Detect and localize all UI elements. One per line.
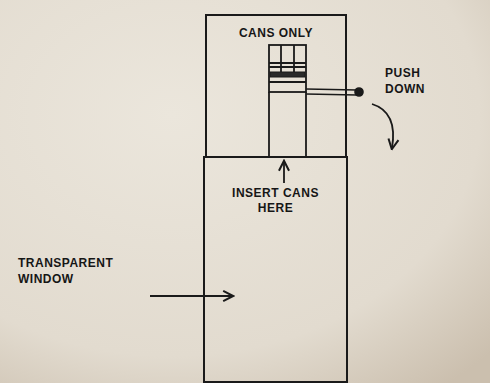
window-leader	[150, 295, 232, 297]
push-arrow	[372, 104, 393, 148]
box-text: CANS ONLY	[216, 26, 336, 41]
box-text: INSERT CANS HERE	[230, 186, 322, 216]
window-box: INSERT CANS HERE	[203, 156, 348, 383]
callout-label: TRANSPARENT WINDOW	[18, 256, 120, 287]
lever-handle	[306, 88, 363, 96]
hopper-box: CANS ONLY	[205, 14, 347, 158]
can-slot	[269, 45, 306, 157]
insert-arrow	[283, 162, 285, 183]
action-label: PUSH DOWN	[385, 66, 447, 97]
